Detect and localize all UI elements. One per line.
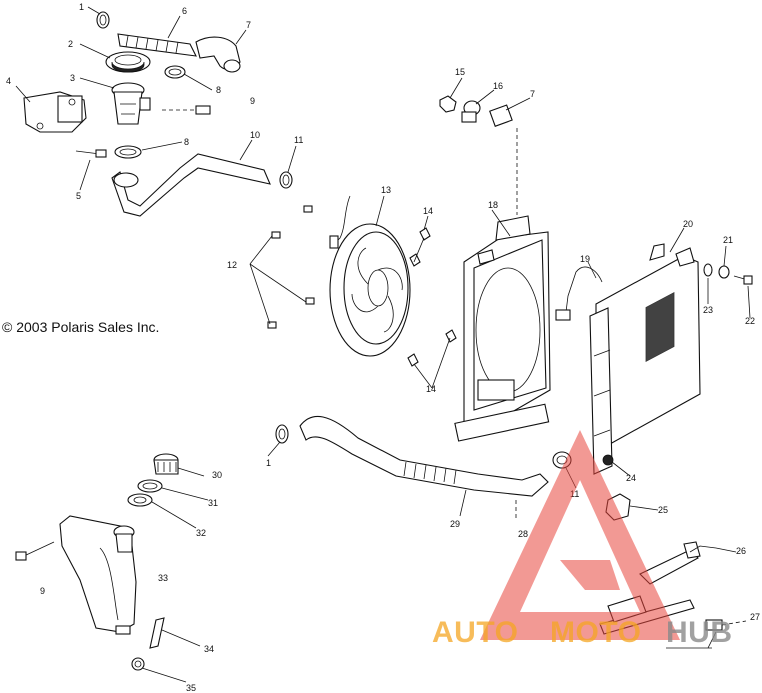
clips-14-bottom	[407, 329, 457, 389]
cooling-fan-13	[329, 223, 411, 357]
callout-13: 13	[381, 185, 391, 195]
callout-21: 21	[723, 235, 733, 245]
callout-9b: 9	[40, 586, 45, 596]
callout-14a: 14	[423, 206, 433, 216]
vent-hose-6	[117, 33, 197, 57]
elbow-fitting-7	[195, 36, 241, 73]
callout-29: 29	[450, 519, 460, 529]
callout-10: 10	[250, 130, 260, 140]
washer-23	[703, 263, 713, 277]
callout-14b: 14	[426, 384, 436, 394]
radiator-20	[589, 243, 701, 475]
callout-26: 26	[736, 546, 746, 556]
callout-4: 4	[6, 76, 11, 86]
temp-sensor-19	[555, 266, 603, 321]
callout-27: 27	[750, 612, 760, 622]
spacer-7	[489, 104, 513, 127]
seal-32	[127, 493, 153, 507]
pressure-cap-2	[105, 51, 151, 73]
hose-clamp-8-top	[164, 65, 186, 79]
overflow-hose-34	[149, 617, 165, 649]
callout-7a: 7	[246, 20, 251, 30]
watermark-text-hub: HUB	[666, 616, 733, 649]
mounting-bracket-4	[23, 91, 87, 133]
callout-11a: 11	[294, 135, 303, 145]
bolt-27	[666, 619, 747, 649]
callout-8a: 8	[216, 85, 221, 95]
callout-9a: 9	[250, 96, 255, 106]
filler-neck-3	[111, 82, 151, 125]
callout-20: 20	[683, 219, 693, 229]
reservoir-33	[59, 515, 137, 635]
clips-14-top	[409, 227, 431, 267]
callout-7b: 7	[530, 89, 535, 99]
callout-30: 30	[212, 470, 222, 480]
callout-5: 5	[76, 191, 81, 201]
nut-15	[439, 95, 457, 113]
callout-2: 2	[68, 39, 73, 49]
screw-9-lower	[15, 541, 55, 561]
watermark-logo: AUTO MOTO HUB	[432, 430, 733, 649]
callout-28: 28	[518, 529, 528, 539]
gasket-31	[137, 479, 163, 493]
callout-22: 22	[745, 316, 755, 326]
callout-1a: 1	[79, 2, 84, 12]
callout-33: 33	[158, 573, 168, 583]
hose-clamp-1-lower	[275, 424, 289, 444]
clamp-35	[131, 657, 145, 671]
fan-wire-13	[329, 195, 351, 249]
callout-18: 18	[488, 200, 498, 210]
callout-6: 6	[182, 6, 187, 16]
callout-15: 15	[455, 67, 465, 77]
copyright-text: © 2003 Polaris Sales Inc.	[2, 319, 159, 335]
lower-hose-29	[299, 415, 549, 497]
leader-lines	[15, 6, 751, 683]
watermark-triangle	[480, 430, 680, 640]
cap-30	[153, 453, 179, 475]
fan-shroud-18	[454, 215, 551, 442]
callout-19: 19	[580, 254, 590, 264]
hose-clamp-1	[96, 11, 110, 29]
upper-hose-10	[111, 153, 271, 217]
watermark-text-moto: MOTO	[550, 616, 641, 649]
callout-34: 34	[204, 644, 214, 654]
callout-25: 25	[658, 505, 668, 515]
callout-32: 32	[196, 528, 206, 538]
grommet-21	[718, 265, 730, 279]
callout-35: 35	[186, 683, 196, 693]
callout-23: 23	[703, 305, 713, 315]
callout-1b: 1	[266, 458, 271, 468]
watermark-inner-mark	[560, 560, 620, 590]
callout-16: 16	[493, 81, 503, 91]
hose-clamp-8-mid	[114, 145, 142, 159]
callout-12: 12	[227, 260, 237, 270]
grommet-16	[461, 100, 481, 123]
callout-24: 24	[626, 473, 636, 483]
callout-31: 31	[208, 498, 218, 508]
callout-numbers: 1 6 7 2 3 4 8 9 8 10 11 5 15 16 7 13 14 …	[6, 2, 760, 693]
drain-plug-24	[602, 454, 614, 466]
screw-22	[733, 275, 753, 285]
screw-9-top	[162, 105, 211, 115]
screw-5	[75, 149, 107, 158]
fan-screws-12	[249, 205, 315, 329]
callout-11b: 11	[570, 489, 579, 499]
callout-3: 3	[70, 73, 75, 83]
watermark-text-auto: AUTO	[432, 616, 518, 649]
hose-clamp-11-top	[279, 171, 293, 189]
callout-8b: 8	[184, 137, 189, 147]
